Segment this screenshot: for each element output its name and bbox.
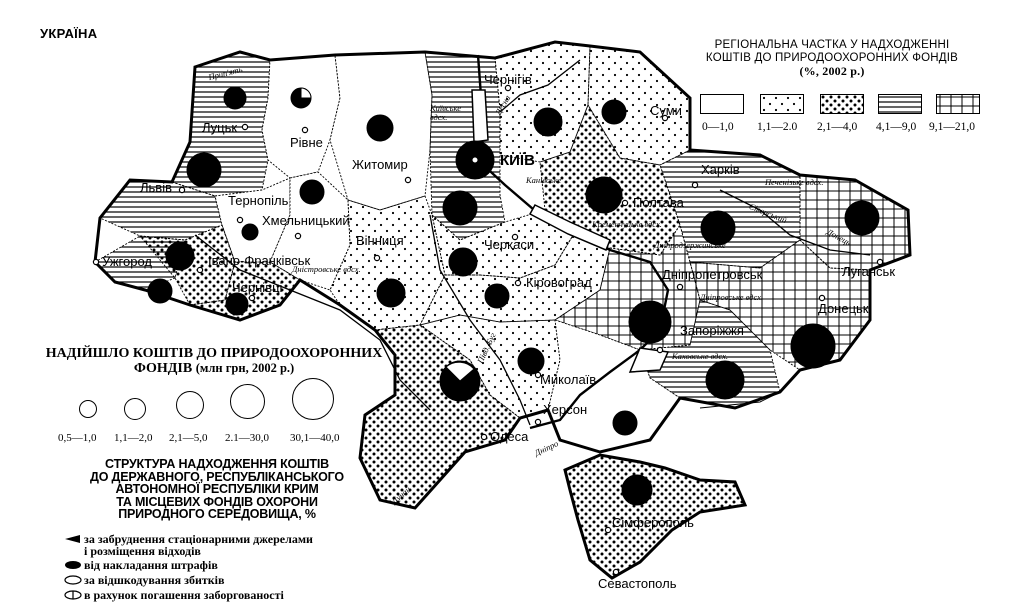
fund-pies — [147, 86, 880, 506]
desna-river — [499, 59, 581, 113]
city-chernivtsi: Чернівці — [232, 280, 283, 295]
city-zhytomyr: Житомир — [352, 157, 408, 172]
region-chernivtsi — [189, 261, 301, 321]
region-rivne — [261, 54, 341, 179]
structure-title-line2: ДО ДЕРЖАВНОГО, РЕСПУБЛІКАНСЬКОГО — [90, 469, 344, 484]
city-vinnytsia: Вінниця — [356, 233, 404, 248]
city-kherson: Херсон — [543, 402, 588, 417]
city-khmelnytskyi: Хмельницький — [262, 213, 350, 228]
label-kaniv: Канівське — [526, 175, 562, 185]
city-lutsk: Луцьк — [202, 120, 238, 135]
region-khmelnytskyi — [269, 171, 351, 291]
open-oval-icon — [64, 575, 82, 585]
share-label-4: 9,1—21,0 — [929, 121, 975, 133]
amount-title-units: (млн грн, 2002 р.) — [195, 361, 295, 375]
label-kyiv-reservoir: Київське вдсх. — [430, 103, 462, 122]
structure-item-damages: за відшкодування збитків — [64, 573, 404, 588]
structure-item-fines: від накладання штрафів — [64, 558, 404, 573]
solid-wedge-icon — [65, 535, 80, 543]
city-ternopil: Тернопіль — [228, 193, 289, 208]
city-mykolaiv: Миколаїв — [540, 372, 597, 387]
structure-item-debt-label: в рахунок погашення заборгованості — [84, 588, 284, 602]
share-swatch-dense-dots — [820, 94, 864, 114]
structure-item-pollution-line1: за забруднення стаціонарними джерелами — [84, 532, 313, 546]
country-border — [93, 40, 912, 510]
structure-item-pollution: за забруднення стаціонарними джерелами і… — [64, 532, 404, 558]
structure-item-pollution-line2: і розміщення відходів — [84, 544, 201, 558]
kyiv-reservoir — [471, 89, 489, 143]
pivdennyi-buh-river — [429, 214, 531, 426]
amount-title-line1: НАДІЙШЛО КОШТІВ ДО ПРИРОДООХОРОННИХ — [45, 346, 383, 361]
city-chernihiv: Чернігів — [484, 72, 532, 87]
label-kakhovka: Каховське вдсх. — [672, 351, 728, 361]
label-dniprodzerzhynsk: Дніпродзержинське — [654, 240, 726, 250]
label-pechenihy: Печенізьке вдсх. — [765, 177, 824, 187]
city-kirovohrad: Кіровоград — [526, 275, 592, 290]
amount-title-line2: ФОНДІВ — [133, 361, 193, 376]
label-kremenchuk: Кременчуцьке вдсх. — [592, 219, 662, 229]
fund-share-subtitle: (%, 2002 р.) — [799, 64, 865, 78]
city-poltava: Полтава — [633, 195, 684, 210]
amount-circle-2 — [124, 398, 146, 420]
share-label-3: 4,1—9,0 — [876, 121, 917, 133]
amount-label-1: 1,1—2,0 — [114, 432, 153, 444]
city-ivano-frankivsk: Івано-Франківськ — [208, 253, 311, 268]
city-kyiv: КИЇВ — [500, 152, 535, 169]
city-sumy: Суми — [650, 103, 682, 118]
amount-legend: 0,5—1,0 1,1—2,0 2,1—5,0 2.1—30,0 30,1—40… — [55, 378, 395, 448]
structure-legend: за забруднення стаціонарними джерелами і… — [64, 532, 404, 603]
structure-legend-title: СТРУКТУРА НАДХОДЖЕННЯ КОШТІВ ДО ДЕРЖАВНО… — [56, 458, 378, 521]
amount-circle-4 — [230, 384, 265, 419]
city-kharkiv: Харків — [701, 162, 740, 177]
share-swatch-horizontal-lines — [878, 94, 922, 114]
structure-item-debt: в рахунок погашення заборгованості — [64, 588, 404, 603]
city-cherkasy: Черкаси — [484, 237, 535, 252]
city-simferopol: Сімферополь — [612, 515, 694, 530]
city-rivne: Рівне — [290, 135, 323, 150]
share-label-2: 2,1—4,0 — [817, 121, 858, 133]
siverskyi-donets-river — [719, 189, 871, 256]
city-sevastopol: Севастополь — [598, 576, 677, 591]
city-odesa: Одеса — [490, 429, 529, 444]
city-lviv: Львів — [140, 180, 173, 195]
city-dnipropetrovsk: Дніпропетровськ — [662, 267, 763, 282]
city-uzhhorod: Ужгород — [102, 254, 152, 269]
share-swatch-blank — [700, 94, 744, 114]
amount-circle-3 — [176, 391, 204, 419]
structure-title-line4: ТА МІСЦЕВИХ ФОНДІВ ОХОРОНИ — [116, 494, 318, 509]
fund-share-title-line1: РЕГІОНАЛЬНА ЧАСТКА У НАДХОДЖЕННІ — [714, 39, 950, 51]
structure-item-fines-label: від накладання штрафів — [84, 558, 218, 572]
amount-circle-1 — [79, 400, 97, 418]
city-zaporizhzhia: Запоріжжя — [680, 323, 744, 338]
dnister-river — [194, 234, 431, 411]
solid-oval-icon — [65, 561, 81, 569]
amount-legend-title: НАДІЙШЛО КОШТІВ ДО ПРИРОДООХОРОННИХ ФОНД… — [24, 346, 404, 376]
amount-circle-5 — [292, 378, 334, 420]
split-oval-icon — [64, 590, 82, 600]
structure-item-damages-label: за відшкодування збитків — [84, 573, 225, 587]
crimea-border — [563, 453, 748, 580]
map-country-title: УКРАЇНА — [40, 26, 98, 41]
amount-label-3: 2.1—30,0 — [225, 432, 269, 444]
amount-label-0: 0,5—1,0 — [58, 432, 97, 444]
share-label-0: 0—1,0 — [702, 121, 734, 133]
fund-share-legend: 0—1,0 1,1—2.0 2,1—4,0 4,1—9,0 9,1—21,0 — [700, 94, 1000, 140]
label-dnister-reservoir: Дністровське вдсх. — [292, 264, 361, 274]
structure-title-line1: СТРУКТУРА НАДХОДЖЕННЯ КОШТІВ — [105, 457, 329, 471]
share-label-1: 1,1—2.0 — [757, 121, 798, 133]
share-swatch-sparse-dots — [760, 94, 804, 114]
structure-title-line3: АВТОНОМНОЇ РЕСПУБЛІКИ КРИМ — [115, 482, 319, 496]
amount-label-2: 2,1—5,0 — [169, 432, 208, 444]
share-swatch-grid — [936, 94, 980, 114]
azov-coast — [699, 391, 781, 409]
fund-share-title-line2: КОШТІВ ДО ПРИРОДООХОРОННИХ ФОНДІВ — [705, 52, 959, 64]
structure-title-line5: ПРИРОДНОГО СЕРЕДОВИЩА, % — [118, 507, 316, 521]
amount-label-4: 30,1—40,0 — [290, 432, 340, 444]
kremenchuk-reservoir — [528, 204, 611, 251]
city-donetsk: Донецьк — [818, 301, 869, 316]
fund-share-legend-title: РЕГІОНАЛЬНА ЧАСТКА У НАДХОДЖЕННІ КОШТІВ … — [662, 39, 1002, 78]
city-luhansk: Луганськ — [842, 264, 896, 279]
label-dniprovske: Дніпровське вдсх. — [700, 292, 764, 302]
